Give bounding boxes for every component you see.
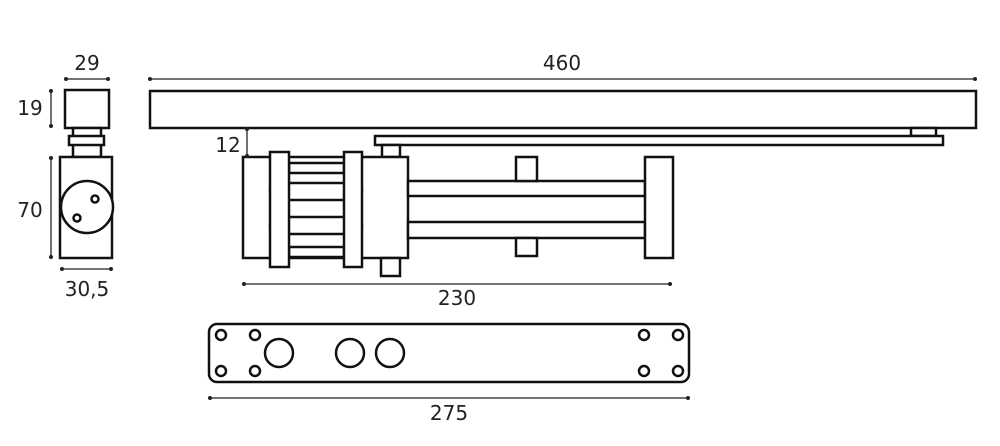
dim-label: 230 bbox=[438, 286, 476, 310]
dim-endpoint bbox=[686, 396, 690, 400]
body-rod bbox=[287, 161, 346, 175]
plate-hole bbox=[637, 328, 651, 342]
plate-large-hole bbox=[334, 337, 366, 369]
dim-side-body-width: 30,5 bbox=[60, 267, 113, 301]
dim-label: 30,5 bbox=[65, 277, 110, 301]
dim-label: 70 bbox=[17, 198, 42, 222]
side-top-block bbox=[63, 88, 111, 130]
plate-outline bbox=[207, 322, 691, 384]
plate-hole bbox=[637, 364, 651, 378]
dim-endpoint bbox=[668, 282, 672, 286]
dim-body-length: 230 bbox=[242, 282, 672, 310]
dim-endpoint bbox=[49, 156, 53, 160]
dim-endpoint bbox=[245, 154, 249, 158]
dim-endpoint bbox=[973, 77, 977, 81]
dim-rail-length: 460 bbox=[148, 51, 977, 81]
guide-rail bbox=[148, 89, 978, 130]
plate-hole bbox=[671, 364, 685, 378]
front-view bbox=[148, 89, 978, 278]
dim-label: 275 bbox=[430, 401, 468, 425]
dim-endpoint bbox=[106, 77, 110, 81]
plate-large-hole bbox=[374, 337, 406, 369]
body-rod bbox=[287, 245, 346, 259]
arm-pivot bbox=[380, 143, 402, 159]
mounting-plate bbox=[207, 322, 691, 384]
dim-endpoint bbox=[208, 396, 212, 400]
spring-tube bbox=[406, 179, 647, 198]
dim-side-top-height: 19 bbox=[17, 89, 53, 128]
plate-hole bbox=[214, 364, 228, 378]
dim-label: 29 bbox=[74, 51, 99, 75]
dim-endpoint bbox=[242, 282, 246, 286]
plate-hole bbox=[671, 328, 685, 342]
dim-endpoint bbox=[109, 267, 113, 271]
plate-hole bbox=[214, 328, 228, 342]
dim-side-width: 29 bbox=[64, 51, 110, 81]
dim-endpoint bbox=[49, 124, 53, 128]
dim-label: 19 bbox=[17, 96, 42, 120]
tube-clamp bbox=[514, 236, 539, 258]
side-view bbox=[58, 88, 115, 260]
dim-side-body-height: 70 bbox=[17, 156, 53, 259]
dim-endpoint bbox=[49, 89, 53, 93]
body-plate bbox=[268, 150, 291, 269]
side-collar bbox=[67, 134, 106, 147]
plate-hole bbox=[248, 364, 262, 378]
body-plate bbox=[342, 150, 364, 269]
dim-endpoint bbox=[60, 267, 64, 271]
side-spindle bbox=[59, 179, 115, 235]
dim-endpoint bbox=[245, 127, 249, 131]
end-cap bbox=[643, 155, 675, 260]
plate-hole bbox=[248, 328, 262, 342]
dim-label: 12 bbox=[215, 133, 240, 157]
dim-endpoint bbox=[148, 77, 152, 81]
side-hole bbox=[72, 213, 82, 223]
dim-endpoint bbox=[64, 77, 68, 81]
dim-endpoint bbox=[49, 255, 53, 259]
body-foot bbox=[379, 256, 402, 278]
dim-rail-gap: 12 bbox=[215, 127, 249, 158]
dim-plate-length: 275 bbox=[208, 396, 690, 425]
side-hole bbox=[90, 194, 100, 204]
dim-label: 460 bbox=[543, 51, 581, 75]
plate-large-hole bbox=[263, 337, 295, 369]
slide-arm bbox=[373, 134, 945, 147]
spring-tube bbox=[406, 220, 647, 240]
tube-clamp bbox=[514, 155, 539, 183]
